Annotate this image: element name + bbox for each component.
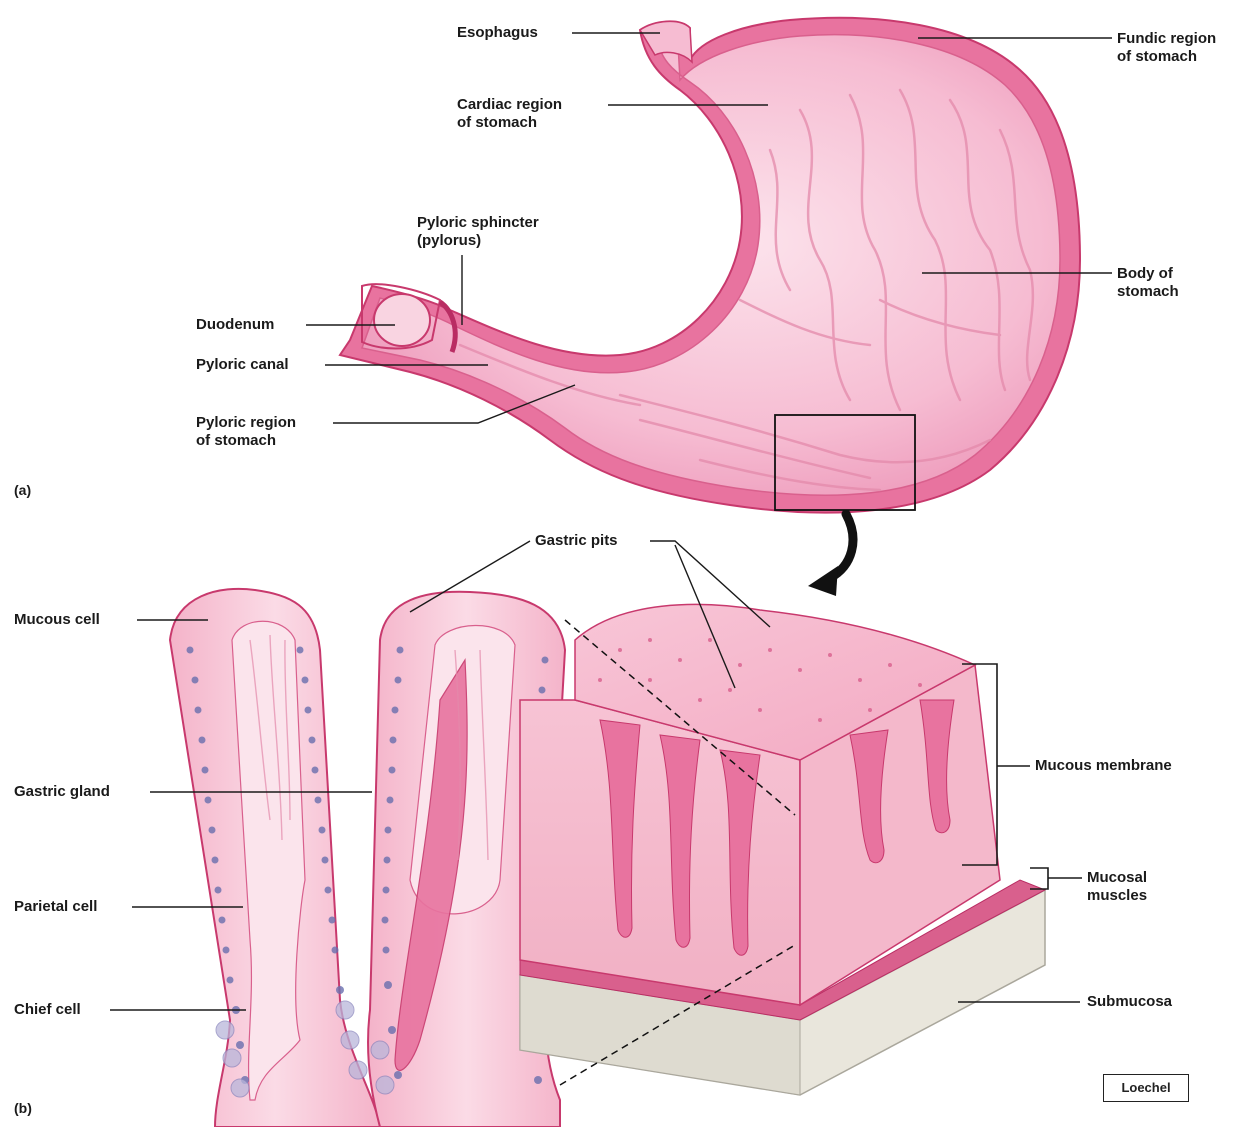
label-pyloric-canal: Pyloric canal xyxy=(196,356,289,374)
panel-label-b: (b) xyxy=(14,1100,32,1116)
stomach-illustration xyxy=(340,18,1080,513)
duodenum-opening xyxy=(374,294,430,346)
panel-label-a: (a) xyxy=(14,482,31,498)
label-body-of-stomach: Body of stomach xyxy=(1117,265,1179,301)
label-chief-cell: Chief cell xyxy=(14,1001,81,1019)
label-parietal-cell: Parietal cell xyxy=(14,898,97,916)
label-gastric-gland: Gastric gland xyxy=(14,783,110,801)
label-mucosal-muscles: Mucosal muscles xyxy=(1087,869,1147,905)
label-mucous-membrane: Mucous membrane xyxy=(1035,757,1172,775)
label-submucosa: Submucosa xyxy=(1087,993,1172,1011)
illustrator-credit: Loechel xyxy=(1103,1074,1189,1102)
label-esophagus: Esophagus xyxy=(457,24,538,42)
bracket-mucosal-muscles xyxy=(1030,868,1082,889)
zoom-arrow xyxy=(808,514,853,596)
label-fundic-region: Fundic region of stomach xyxy=(1117,30,1216,66)
label-pyloric-sphincter: Pyloric sphincter (pylorus) xyxy=(417,214,539,250)
label-pyloric-region: Pyloric region of stomach xyxy=(196,414,296,450)
gastric-wall-block xyxy=(520,604,1045,1095)
label-cardiac-region: Cardiac region of stomach xyxy=(457,96,562,132)
label-mucous-cell: Mucous cell xyxy=(14,611,100,629)
label-duodenum: Duodenum xyxy=(196,316,274,334)
label-gastric-pits: Gastric pits xyxy=(535,532,618,550)
